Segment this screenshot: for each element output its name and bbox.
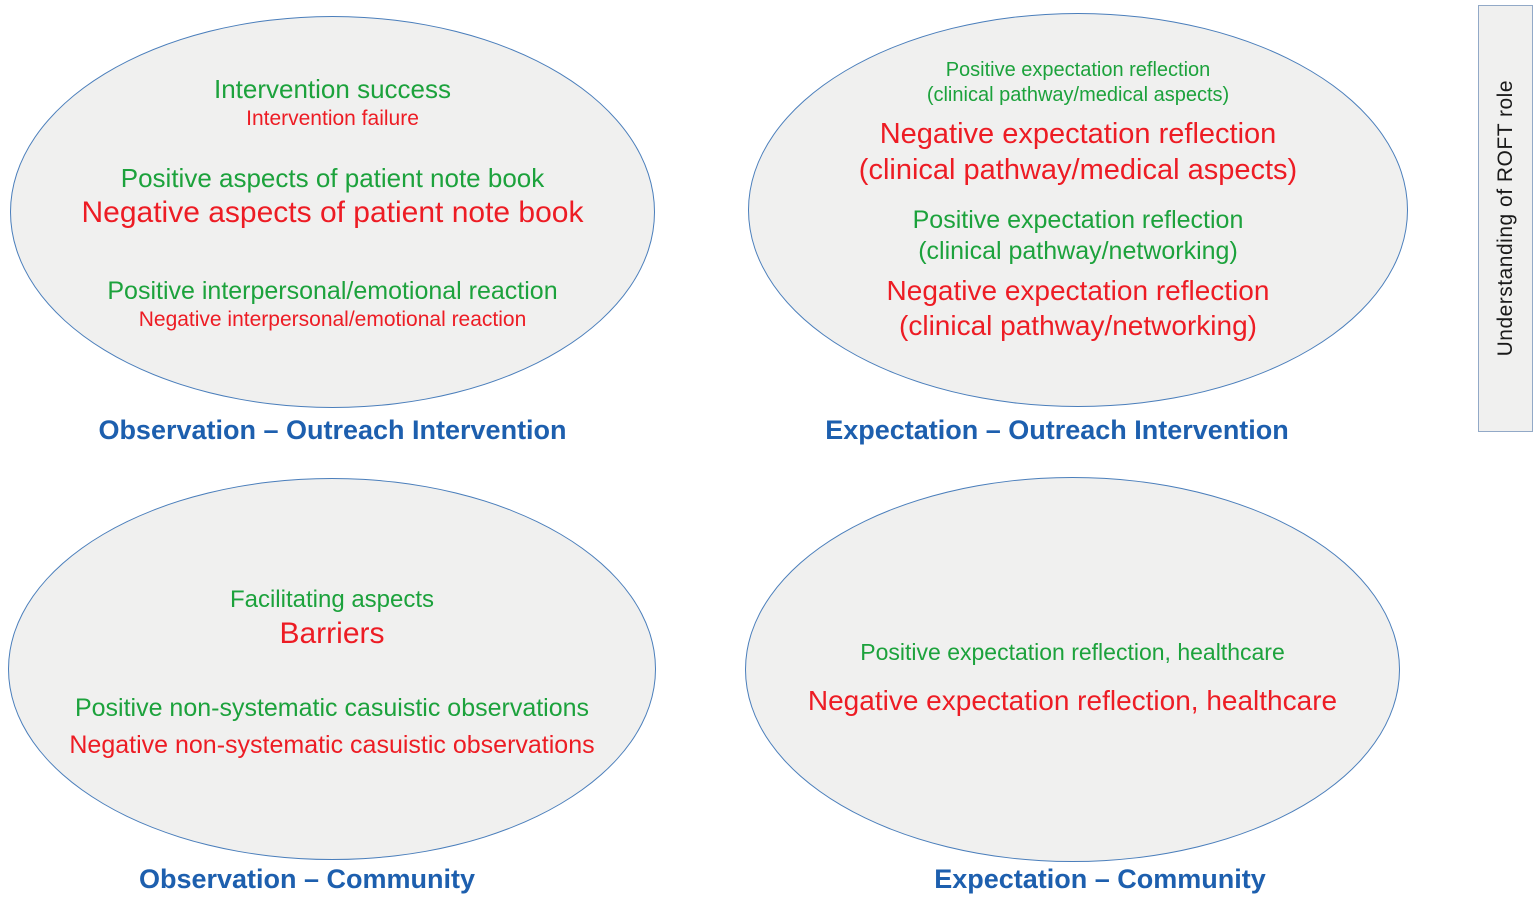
caption-expectation-community: Expectation – Community bbox=[934, 864, 1266, 894]
roft-role-side-bar: Understanding of ROFT role bbox=[1478, 5, 1533, 432]
theme-line: (clinical pathway/networking) bbox=[899, 310, 1257, 341]
theme-line: (clinical pathway/medical aspects) bbox=[858, 154, 1298, 187]
theme-line: Negative interpersonal/emotional reactio… bbox=[138, 308, 527, 331]
theme-line: Intervention success bbox=[213, 74, 451, 104]
ellipse-expectation-community: Positive expectation reflection, healthc… bbox=[745, 477, 1400, 862]
theme-line: Intervention failure bbox=[246, 106, 419, 130]
ellipse-expectation-outreach-intervention: Positive expectation reflection (clinica… bbox=[748, 13, 1408, 407]
theme-line: (clinical pathway/medical aspects) bbox=[926, 84, 1230, 106]
roft-role-label: Understanding of ROFT role bbox=[1493, 80, 1517, 357]
theme-line: Positive expectation reflection bbox=[912, 205, 1244, 234]
caption-observation-community: Observation – Community bbox=[138, 864, 476, 894]
ellipse-observation-community: Facilitating aspects Barriers Positive n… bbox=[8, 478, 656, 860]
theme-line: Negative non-systematic casuistic observ… bbox=[69, 730, 595, 759]
theme-line: Negative expectation reflection, healthc… bbox=[807, 684, 1338, 716]
theme-line: Facilitating aspects bbox=[229, 586, 435, 613]
theme-line: Positive non-systematic casuistic observ… bbox=[74, 693, 590, 722]
theme-line: Barriers bbox=[279, 617, 385, 650]
theme-line: Negative expectation reflection bbox=[879, 118, 1277, 150]
theme-line: Negative aspects of patient note book bbox=[81, 196, 584, 230]
theme-line: Positive expectation reflection, healthc… bbox=[860, 639, 1285, 665]
theme-line: Positive aspects of patient note book bbox=[120, 162, 545, 193]
theme-line: (clinical pathway/networking) bbox=[918, 236, 1238, 265]
ellipse-observation-outreach-intervention: Intervention success Intervention failur… bbox=[10, 16, 655, 408]
theme-line: Negative expectation reflection bbox=[886, 275, 1270, 306]
caption-expectation-outreach-intervention: Expectation – Outreach Intervention bbox=[825, 415, 1289, 445]
theme-line: Positive interpersonal/emotional reactio… bbox=[107, 276, 558, 305]
caption-observation-outreach-intervention: Observation – Outreach Intervention bbox=[98, 415, 567, 445]
theme-line: Positive expectation reflection bbox=[945, 59, 1211, 81]
